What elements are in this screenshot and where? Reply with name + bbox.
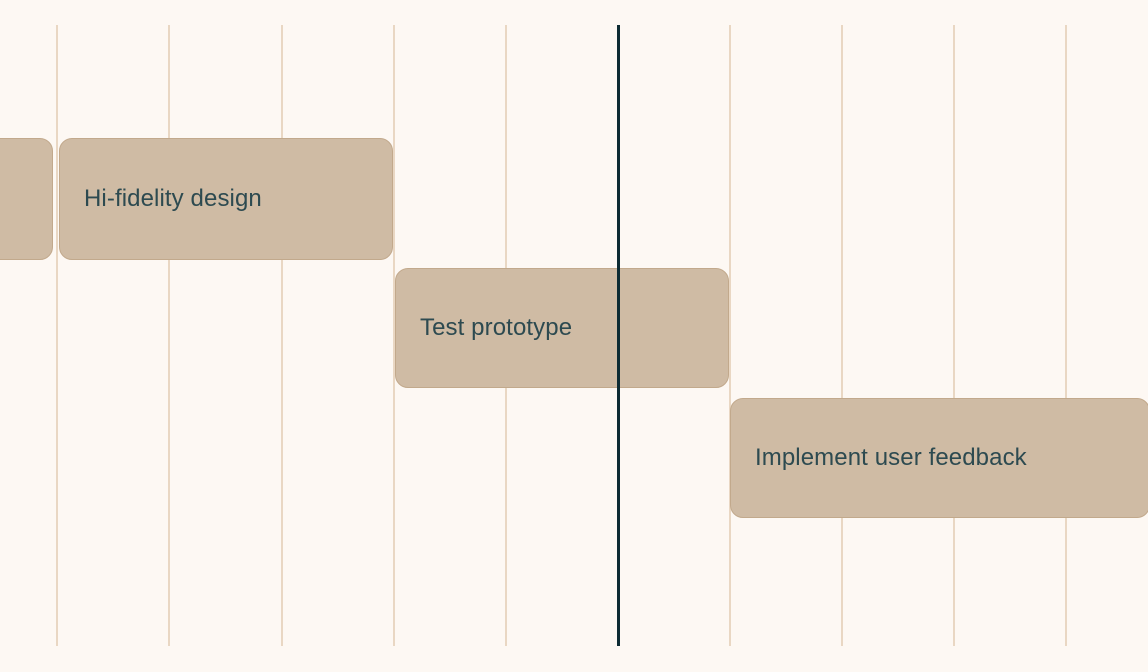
task-bar-partial-left[interactable] xyxy=(0,138,53,260)
task-bar-test-prototype[interactable]: Test prototype xyxy=(395,268,729,388)
task-bar-label: Test prototype xyxy=(420,314,573,341)
task-bar-label: Hi-fidelity design xyxy=(84,185,262,212)
task-bar-hi-fidelity-design[interactable]: Hi-fidelity design xyxy=(59,138,393,260)
task-bar-label: Implement user feedback xyxy=(755,444,1027,471)
task-bar-implement-user-feedback[interactable]: Implement user feedback xyxy=(730,398,1148,518)
today-line xyxy=(617,25,620,646)
